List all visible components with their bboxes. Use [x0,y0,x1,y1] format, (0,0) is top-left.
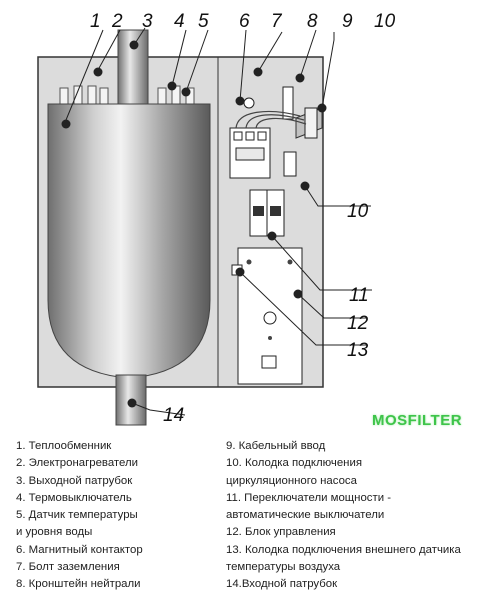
legend-item: 3. Выходной патрубок [16,474,133,487]
callout-1: 1 [90,11,101,32]
legend-item: 9. Кабельный ввод [226,440,326,452]
callout-10: 10 [347,201,369,222]
callout-11: 11 [349,285,369,306]
callout-13: 13 [347,340,369,361]
callout-6: 6 [239,11,250,32]
ground-bolt [243,97,255,109]
callout-9: 9 [342,11,353,32]
legend-item: и уровня воды [16,526,93,539]
legend-item: температуры воздуха [226,561,341,574]
legend-item: 5. Датчик температуры [16,509,138,522]
legend-item: 10. Колодка подключения [226,457,362,470]
legend-item: автоматические выключатели [226,509,385,522]
boiler-diagram: 1 2 3 4 5 6 7 8 9 10 10 11 12 13 14 [37,11,396,426]
legend-item: 1. Теплообменник [16,440,112,452]
legend-item: 11. Переключатели мощности - [226,491,392,504]
callout-3: 3 [142,11,153,32]
legend-left-column: 1. Теплообменник 2. Электронагреватели 3… [16,438,226,594]
legend-item: 6. Магнитный контактор [16,543,143,556]
callout-5: 5 [198,11,209,32]
legend-item: 7. Болт заземления [16,561,120,574]
heat-exchanger-tank [47,103,211,379]
legend-item: 4. Термовыключатель [16,491,132,504]
callout-8: 8 [307,11,318,32]
legend-item: 14.Входной патрубок [226,578,338,591]
callout-4: 4 [174,11,185,32]
legend-item: 2. Электронагреватели [16,457,138,470]
legend-item: циркуляционного насоса [226,474,357,487]
legend-item: 13. Колодка подключения внешнего датчика [226,543,461,556]
callout-7: 7 [271,11,283,32]
legend-item: 12. Блок управления [226,526,336,539]
callout-2: 2 [111,11,123,32]
callout-10-top: 10 [374,11,396,32]
legend-item: 8. Кронштейн нейтрали [16,578,141,591]
callout-12: 12 [347,313,369,334]
legend-right-column: 9. Кабельный ввод 10. Колодка подключени… [226,438,496,594]
callout-14: 14 [163,405,184,426]
pump-terminal [283,151,297,177]
watermark-logo: MOSFILTER [372,412,463,429]
